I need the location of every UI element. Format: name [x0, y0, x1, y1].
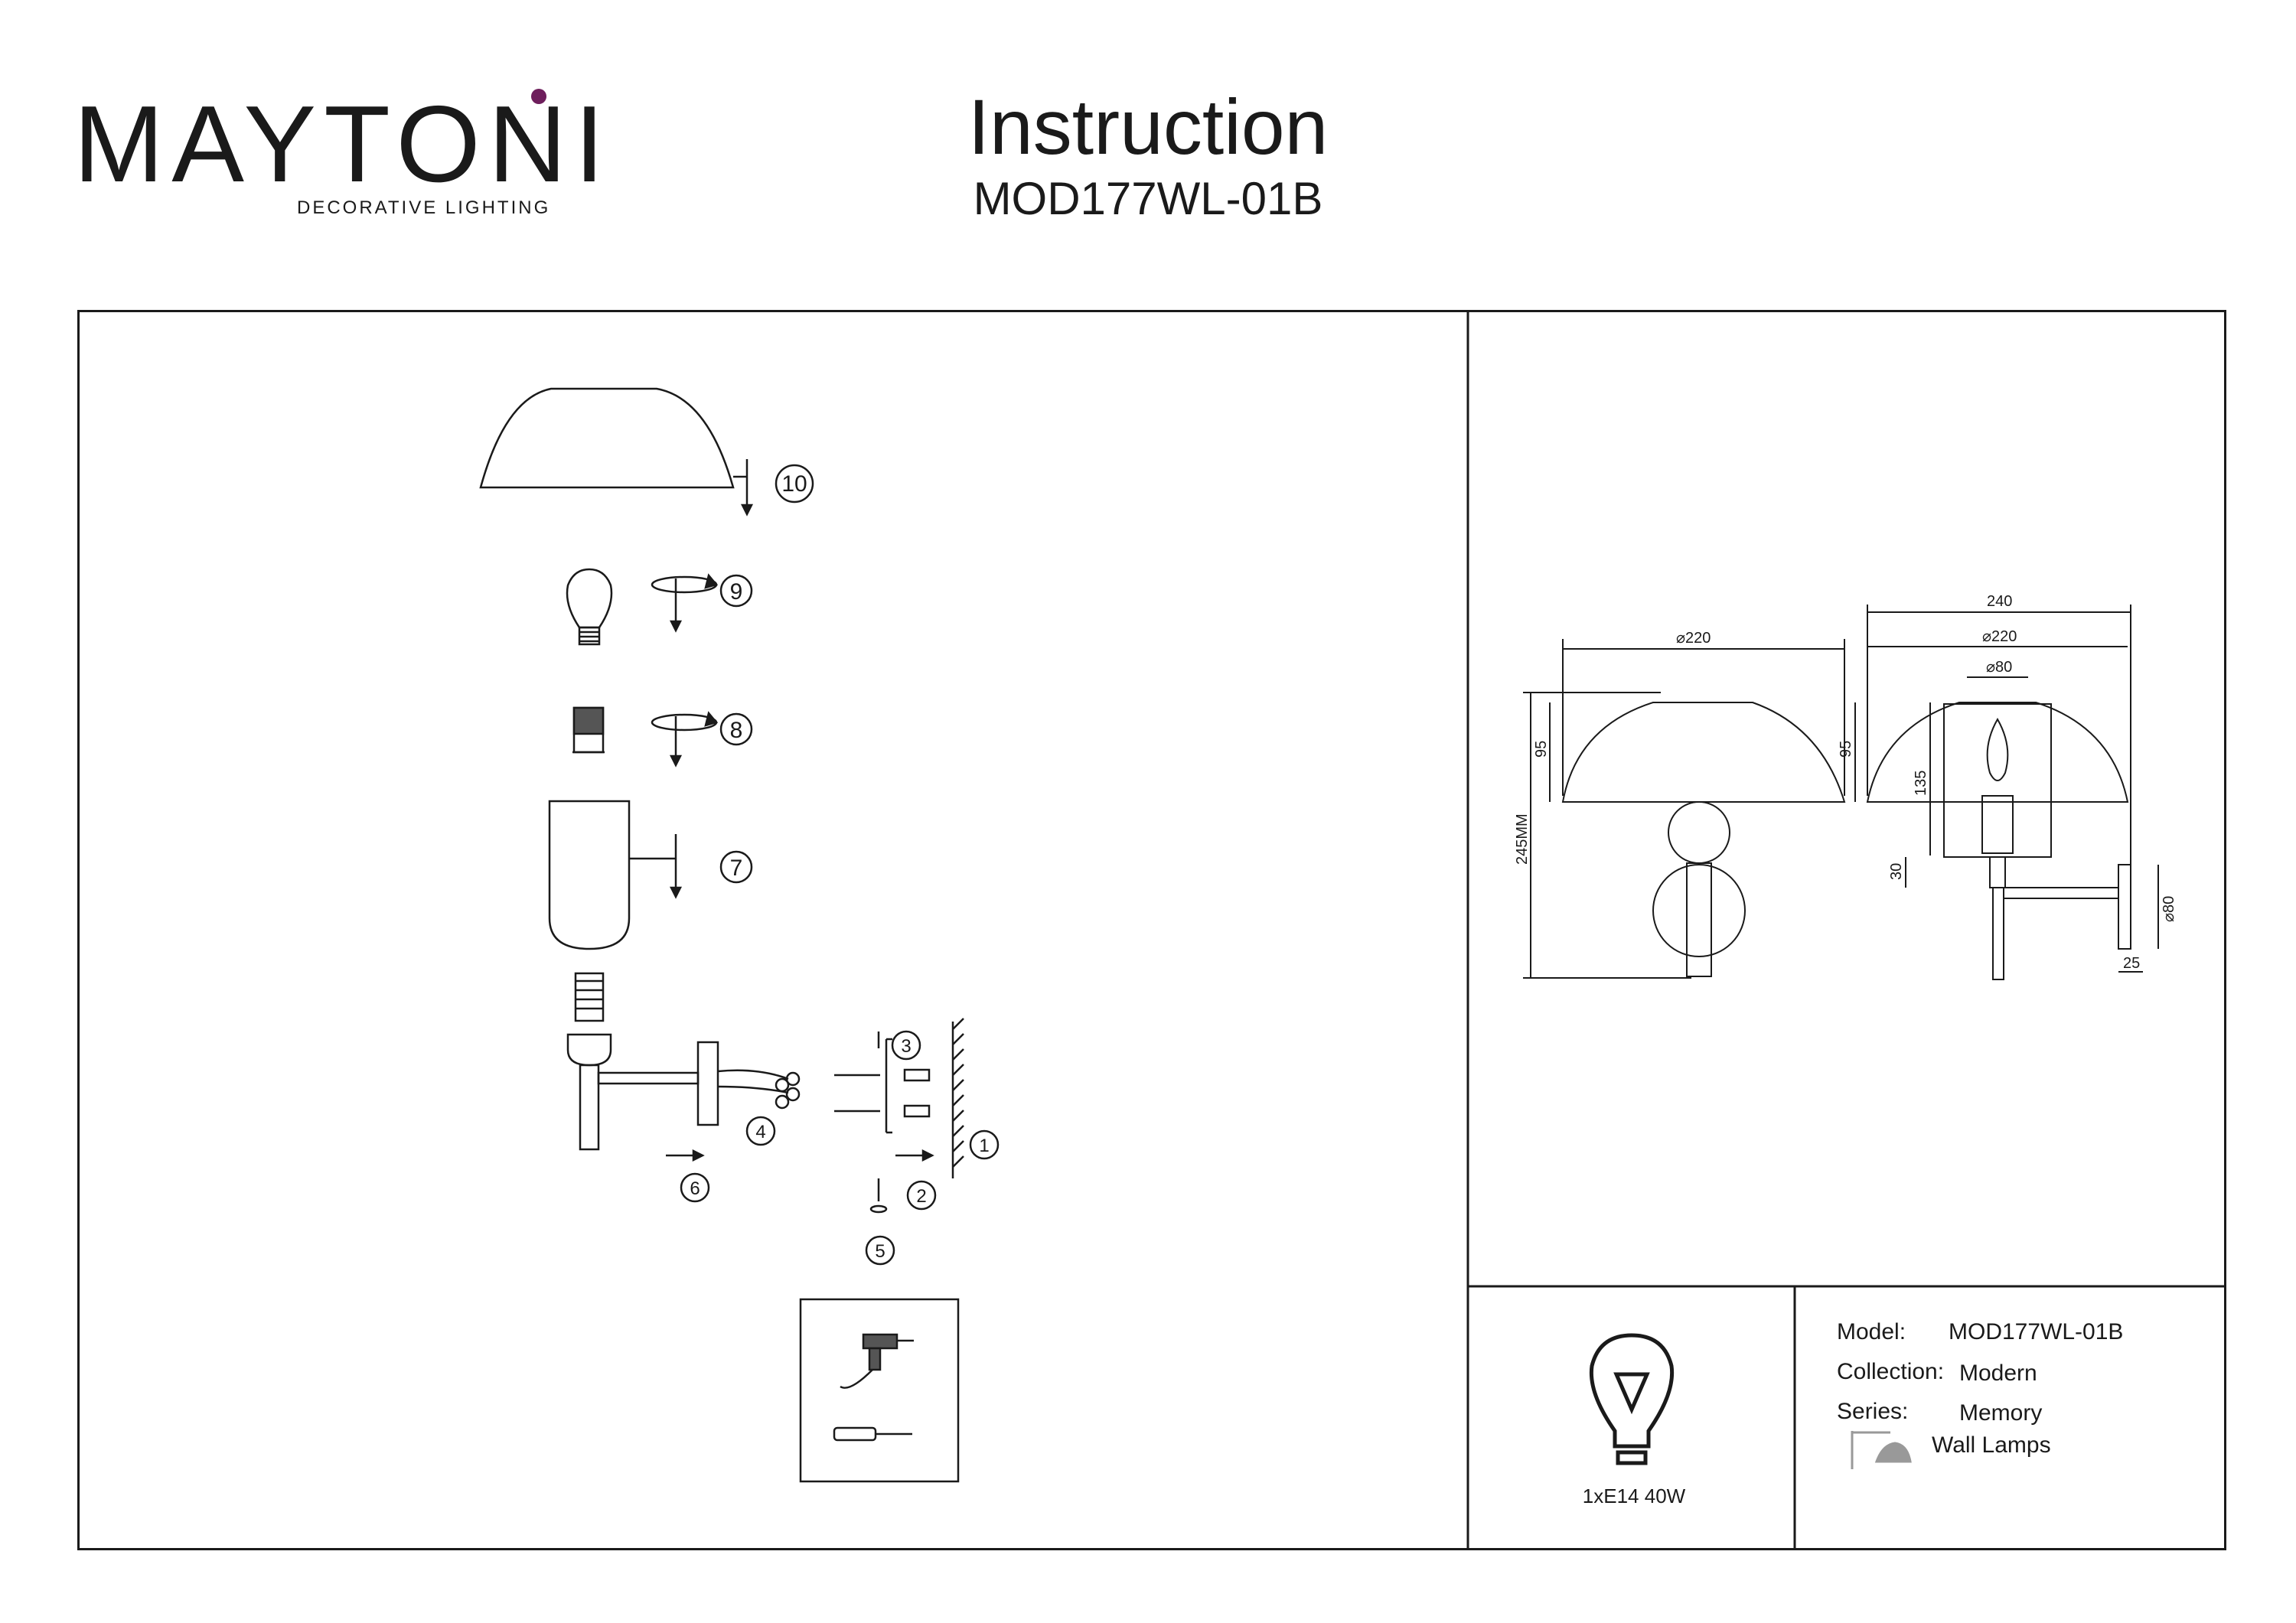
model-value: MOD177WL-01B: [1949, 1319, 2124, 1344]
exploded-assembly: [479, 387, 964, 1483]
front-view: [1523, 639, 1846, 979]
document-model-code: MOD177WL-01B: [973, 173, 1323, 224]
tools-box: [799, 1298, 960, 1483]
collection-label: Collection:: [1837, 1359, 1945, 1384]
front-shade-height: 95: [1533, 741, 1550, 758]
step-circle-1: [969, 1129, 1000, 1160]
glass-cover-part: [548, 800, 683, 950]
drill-icon: [840, 1333, 914, 1389]
brand-logo-dot: [531, 89, 546, 104]
side-shade-diameter: ⌀220: [1982, 628, 2017, 645]
light-bulb-icon: [1589, 1333, 1675, 1465]
side-shade-height: 95: [1838, 741, 1854, 758]
side-base-depth: 25: [2123, 955, 2140, 972]
step-circle-4: [745, 1116, 776, 1146]
step-label-7: 7: [730, 855, 743, 881]
side-view: [1854, 605, 2159, 980]
lamp-body-part: [566, 972, 789, 1151]
collection-value: Modern: [1959, 1361, 2037, 1386]
front-shade-diameter: ⌀220: [1676, 630, 1711, 647]
step-circle-2: [906, 1180, 937, 1211]
side-glass-diameter: ⌀80: [1986, 659, 2012, 676]
instruction-frame: [77, 310, 2226, 1550]
side-base-diameter: ⌀80: [2161, 896, 2177, 922]
step-label-9: 9: [730, 579, 743, 605]
side-holder-height: 30: [1888, 863, 1905, 880]
step-circle-9: [719, 574, 753, 608]
step-circle-6: [680, 1172, 710, 1203]
step-circle-8: [719, 712, 753, 746]
screwdriver-icon: [833, 1426, 912, 1442]
step-circle-10: [775, 464, 814, 504]
shade-part: [479, 387, 754, 517]
step-label-2: 2: [916, 1186, 926, 1207]
side-total-depth: 240: [1987, 593, 2012, 610]
brand-tagline: DECORATIVE LIGHTING: [297, 197, 551, 218]
step-label-5: 5: [875, 1241, 885, 1262]
step-circle-5: [865, 1235, 895, 1266]
bulb-part: [566, 568, 719, 646]
document-title: Instruction: [967, 83, 1329, 171]
socket-ring-part: [572, 706, 719, 768]
lamp-spec: 1xE14 40W: [1582, 1484, 1686, 1507]
model-label: Model:: [1837, 1319, 1906, 1344]
step-label-3: 3: [901, 1036, 911, 1057]
mounting-hardware: [666, 1018, 964, 1214]
step-label-1: 1: [979, 1136, 989, 1156]
wall-lamp-icon: [1851, 1431, 1912, 1469]
step-circle-7: [719, 850, 753, 884]
step-label-8: 8: [730, 718, 743, 743]
step-label-6: 6: [690, 1178, 700, 1199]
category-value: Wall Lamps: [1932, 1432, 2051, 1458]
front-total-height: 245MM: [1514, 813, 1531, 865]
series-value: Memory: [1959, 1400, 2043, 1426]
step-label-10: 10: [781, 471, 807, 497]
brand-logo-text: MAYTONI: [73, 83, 612, 205]
step-circle-3: [891, 1030, 921, 1061]
side-glass-height: 135: [1913, 771, 1929, 796]
step-label-4: 4: [755, 1122, 765, 1142]
series-label: Series:: [1837, 1399, 1909, 1424]
